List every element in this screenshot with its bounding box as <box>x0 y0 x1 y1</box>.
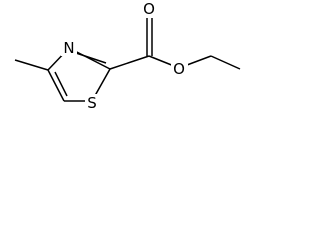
carbonyl-oxygen-label-bg <box>141 0 158 18</box>
bond-c2-carbonyl <box>109 55 150 70</box>
carbonyl-oxygen-label: O <box>143 0 155 18</box>
bond-ch2-ch3 <box>210 55 241 70</box>
molecule-structure: N S O O <box>14 0 241 112</box>
sulfur-label-bg <box>85 94 100 112</box>
bond-n3-c2-double <box>75 52 107 64</box>
sulfur-label: S <box>87 94 97 112</box>
bond-c4-c5-double <box>54 71 68 97</box>
nitrogen-label: N <box>63 39 74 57</box>
ester-oxygen-label-bg <box>171 60 188 78</box>
ester-oxygen-label: O <box>173 60 185 78</box>
atom-labels: N S O O <box>61 0 188 112</box>
bond-c4-c5 <box>47 69 65 102</box>
nitrogen-label-bg <box>61 38 77 56</box>
bond-methyl-c4 <box>14 59 49 71</box>
bonds <box>14 13 241 102</box>
